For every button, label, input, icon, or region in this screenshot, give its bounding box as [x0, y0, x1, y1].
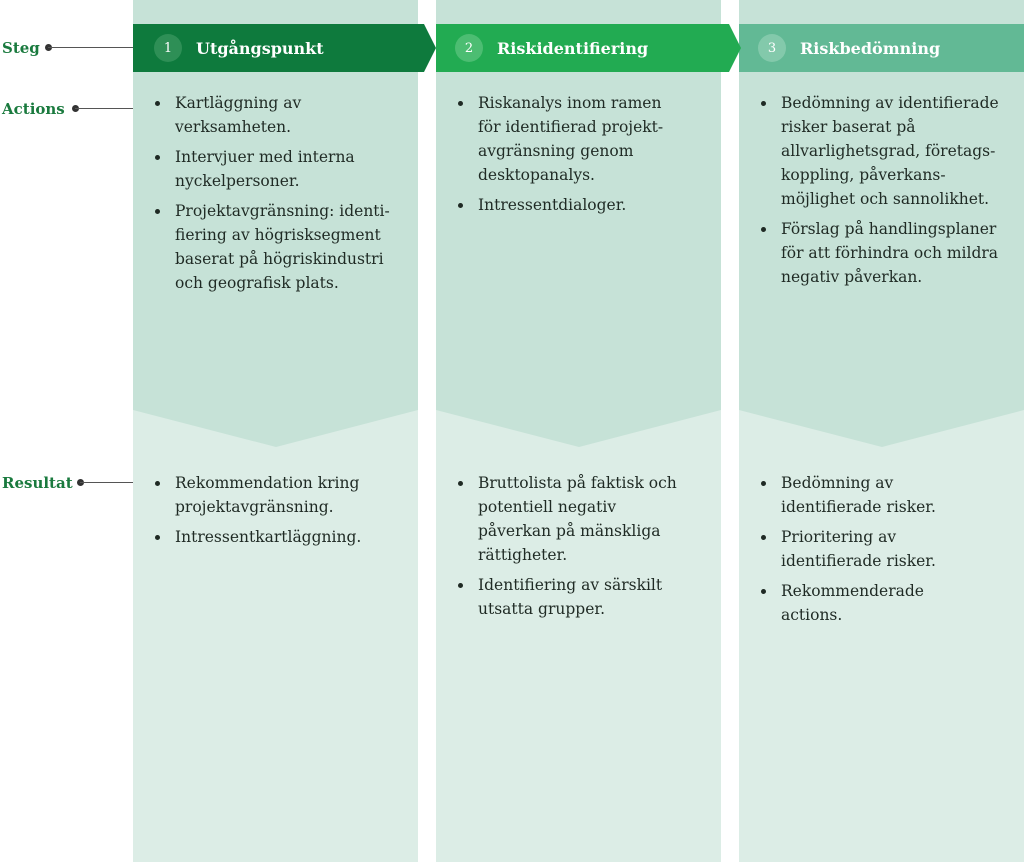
list-item: Riskanalys inom ramen för identifierad p…: [456, 91, 681, 187]
list-item: Förslag på handlingsplaner för att förhi…: [759, 217, 1009, 289]
row-label-steg-line: [48, 47, 133, 48]
row-label-actions-line: [75, 108, 133, 109]
step-2-number-badge: 2: [455, 34, 483, 62]
list-item: Rekommenderade actions.: [759, 579, 959, 627]
list-item: Identifiering av särskilt utsatta gruppe…: [456, 573, 681, 621]
step-2-actions-list: Riskanalys inom ramen för identifierad p…: [456, 91, 681, 223]
list-item: Bedömning av identifierade risker.: [759, 471, 959, 519]
step-3-results-list: Bedömning av identifierade risker. Prior…: [759, 471, 959, 633]
list-item: Rekommendation kring projektavgränsning.: [153, 471, 393, 519]
list-item: Projektavgränsning: identi­fiering av hö…: [153, 199, 393, 295]
step-2-header-band: [436, 24, 741, 72]
list-item: Intressentkartläggning.: [153, 525, 393, 549]
column-3-actions-bg: [739, 0, 1024, 447]
column-1-actions-bg: [133, 0, 418, 447]
step-2-title: Riskidentifiering: [497, 38, 649, 58]
step-1-number-badge: 1: [154, 34, 182, 62]
list-item: Bedömning av identifie­rade risker baser…: [759, 91, 1009, 211]
step-3-actions-list: Bedömning av identifie­rade risker baser…: [759, 91, 1009, 295]
list-item: Intervjuer med interna nyckelpersoner.: [153, 145, 393, 193]
row-label-actions: Actions: [2, 100, 65, 118]
list-item: Kartläggning av verksamheten.: [153, 91, 393, 139]
step-3-header: 3 Riskbedömning: [758, 24, 940, 72]
step-1-actions-list: Kartläggning av verksamheten. Intervjuer…: [153, 91, 393, 301]
step-1-title: Utgångspunkt: [196, 38, 324, 58]
step-1-results-list: Rekommendation kring projektavgränsning.…: [153, 471, 393, 555]
list-item: Bruttolista på faktisk och potentiell ne…: [456, 471, 681, 567]
row-label-steg: Steg: [2, 39, 40, 57]
step-3-title: Riskbedömning: [800, 38, 941, 58]
list-item: Intressentdialoger.: [456, 193, 681, 217]
step-2-results-list: Bruttolista på faktisk och potentiell ne…: [456, 471, 681, 627]
step-3-header-band: [739, 24, 1024, 72]
row-label-resultat-line: [80, 482, 133, 483]
row-label-resultat: Resultat: [2, 474, 73, 492]
list-item: Prioritering av identifierade risker.: [759, 525, 959, 573]
column-2-actions-bg: [436, 0, 721, 447]
step-1-header: 1 Utgångspunkt: [154, 24, 324, 72]
step-2-header: 2 Riskidentifiering: [455, 24, 648, 72]
step-1-header-band: [133, 24, 436, 72]
step-3-number-badge: 3: [758, 34, 786, 62]
